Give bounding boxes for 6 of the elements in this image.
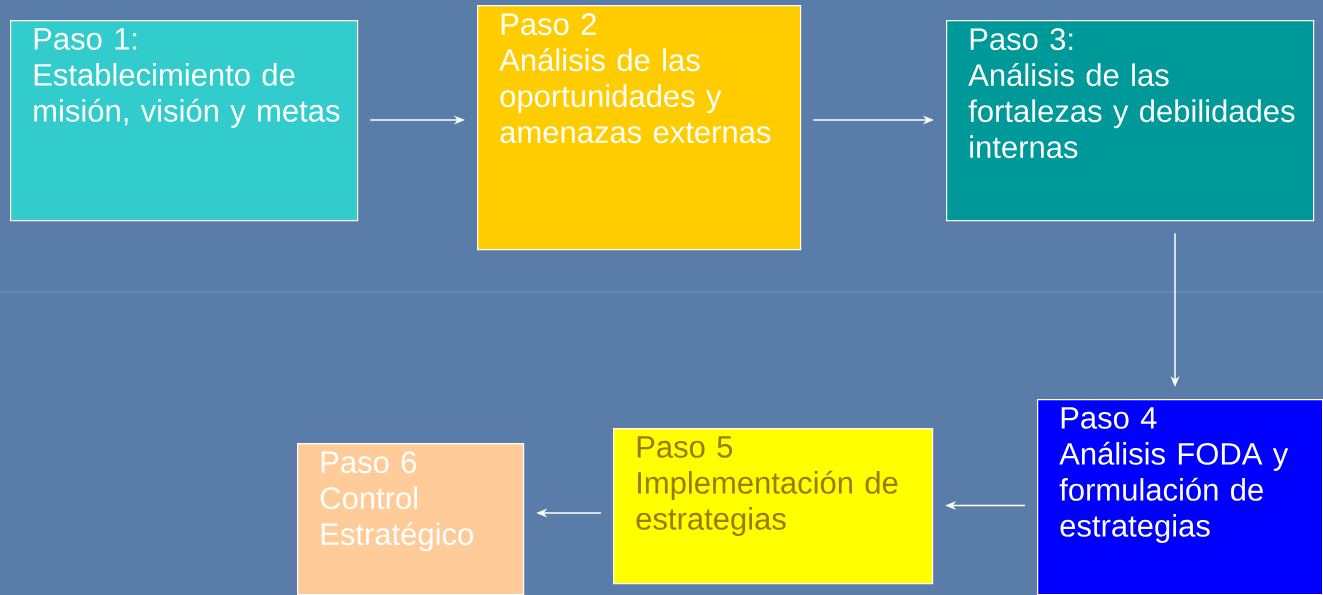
step-box: Paso 6 Control Estratégico	[297, 443, 525, 595]
step-box: Paso 4 Análisis FODA y formulación de estrategias	[1037, 399, 1323, 595]
step-box: Paso 5 Implementación de estrategias	[613, 428, 934, 585]
step-box: Paso 3: Análisis de las fortalezas y debilidades internas	[946, 20, 1315, 222]
step-box: Paso 1: Establecimiento de misión, visión y metas	[10, 20, 359, 222]
step-box: Paso 2 Análisis de las oportunidades y amenazas externas	[477, 5, 802, 251]
